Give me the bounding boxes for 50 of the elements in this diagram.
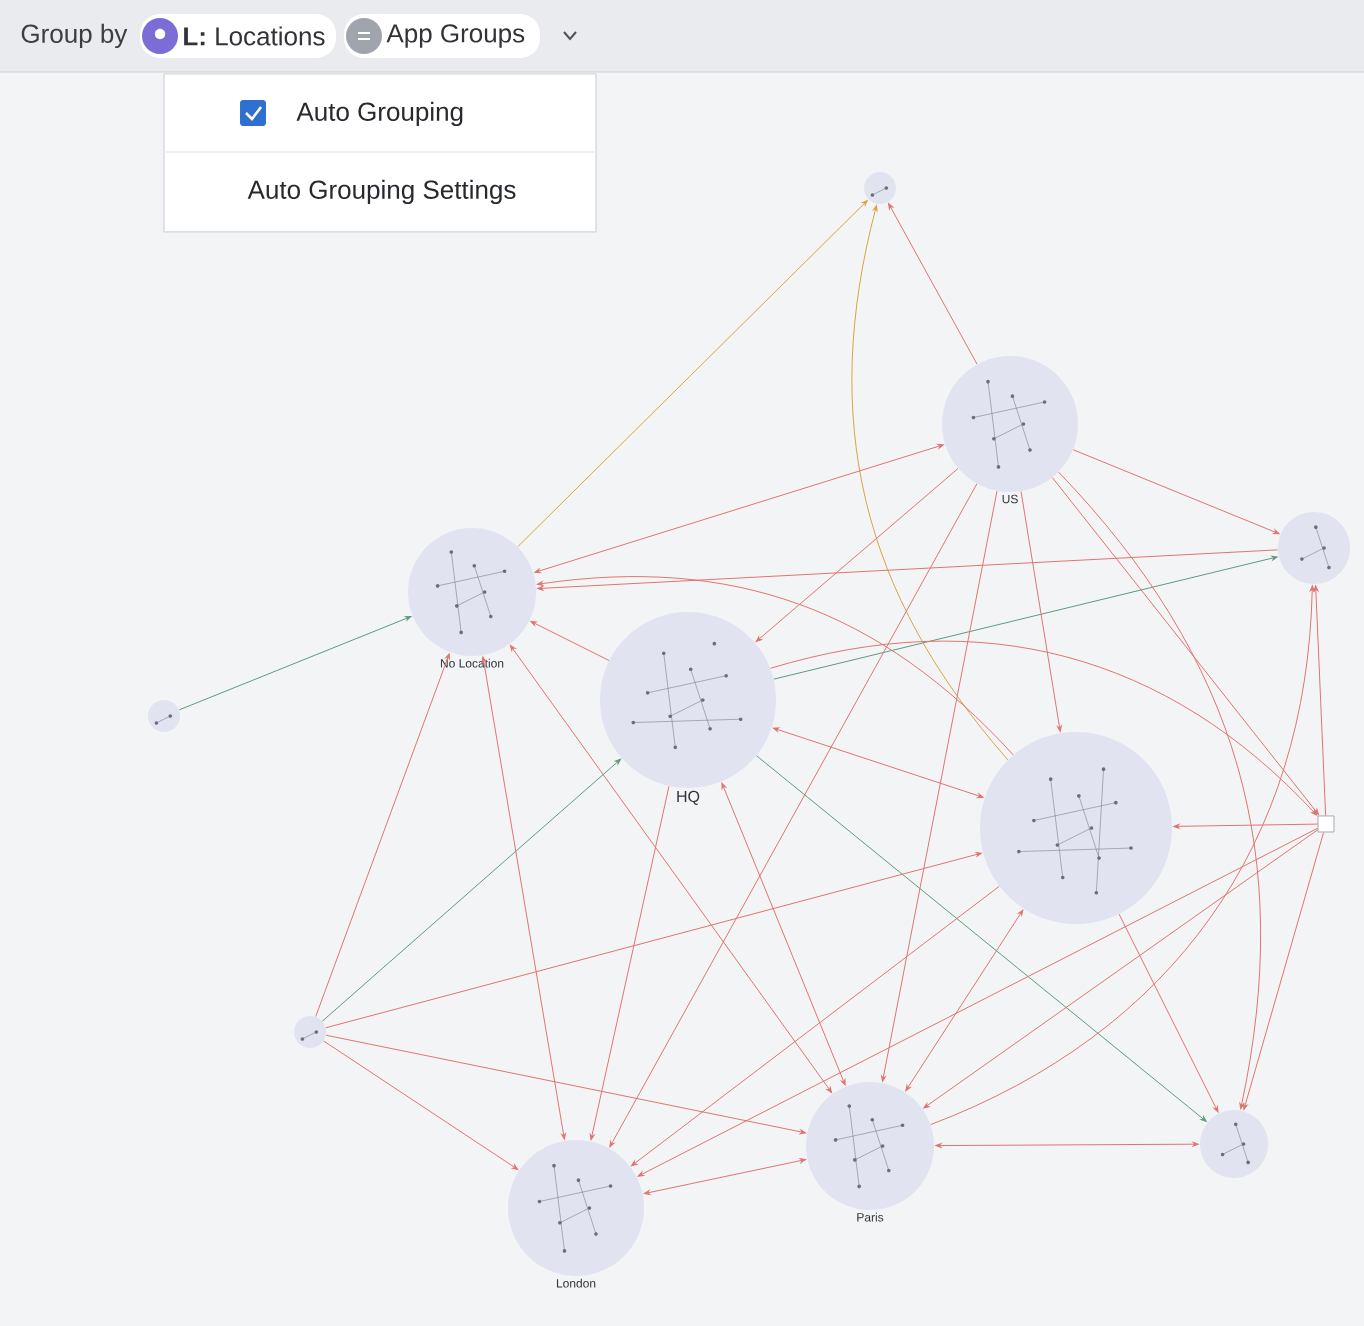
arrow (536, 576, 1014, 756)
cluster-circle (1200, 1109, 1268, 1178)
arrow (770, 641, 1318, 816)
arrow (756, 755, 1207, 1122)
arrow (905, 909, 1024, 1092)
arrow (930, 585, 1315, 1126)
arrow (315, 653, 450, 1018)
menu-item: Auto Grouping Settings (247, 179, 516, 205)
cluster-circle (864, 172, 896, 204)
arrow (881, 490, 998, 1082)
arrow (935, 1141, 1199, 1148)
arrow (178, 616, 412, 711)
arrow (530, 620, 610, 661)
arrow (637, 827, 1319, 1177)
arrow (773, 555, 1278, 680)
node-label: HQ (677, 790, 700, 805)
arrow (772, 727, 984, 799)
arrow (721, 782, 846, 1086)
arrow (481, 656, 566, 1140)
arrow (631, 885, 1000, 1167)
menu-item: Auto Grouping (296, 101, 463, 127)
arrow (1072, 449, 1280, 535)
arrow (321, 758, 621, 1022)
arrow (1313, 585, 1327, 817)
arrow (323, 1040, 519, 1170)
arrow (534, 443, 944, 574)
arrow (1118, 913, 1219, 1113)
square-marker (1317, 815, 1335, 833)
arrow (851, 204, 1009, 761)
arrow (1242, 831, 1325, 1111)
cluster-circle (148, 699, 180, 732)
arrow (325, 852, 982, 1029)
arrow (755, 468, 959, 642)
arrow (1051, 477, 1319, 815)
arrow (537, 549, 1279, 591)
arrow (589, 785, 670, 1141)
toolbar-label: Group by (21, 23, 128, 49)
arrow (609, 483, 978, 1148)
arrow (643, 1158, 807, 1195)
arrow (509, 644, 833, 1093)
arrow (1020, 491, 1062, 732)
arrow (325, 1034, 806, 1135)
arrow (888, 203, 978, 365)
cluster-circle (1278, 511, 1350, 584)
arrow (1058, 471, 1262, 1110)
cluster-circle (980, 731, 1172, 924)
arrow (1173, 823, 1319, 829)
cluster-circle (294, 1015, 326, 1048)
arrow (517, 200, 868, 548)
arrow (923, 829, 1319, 1109)
